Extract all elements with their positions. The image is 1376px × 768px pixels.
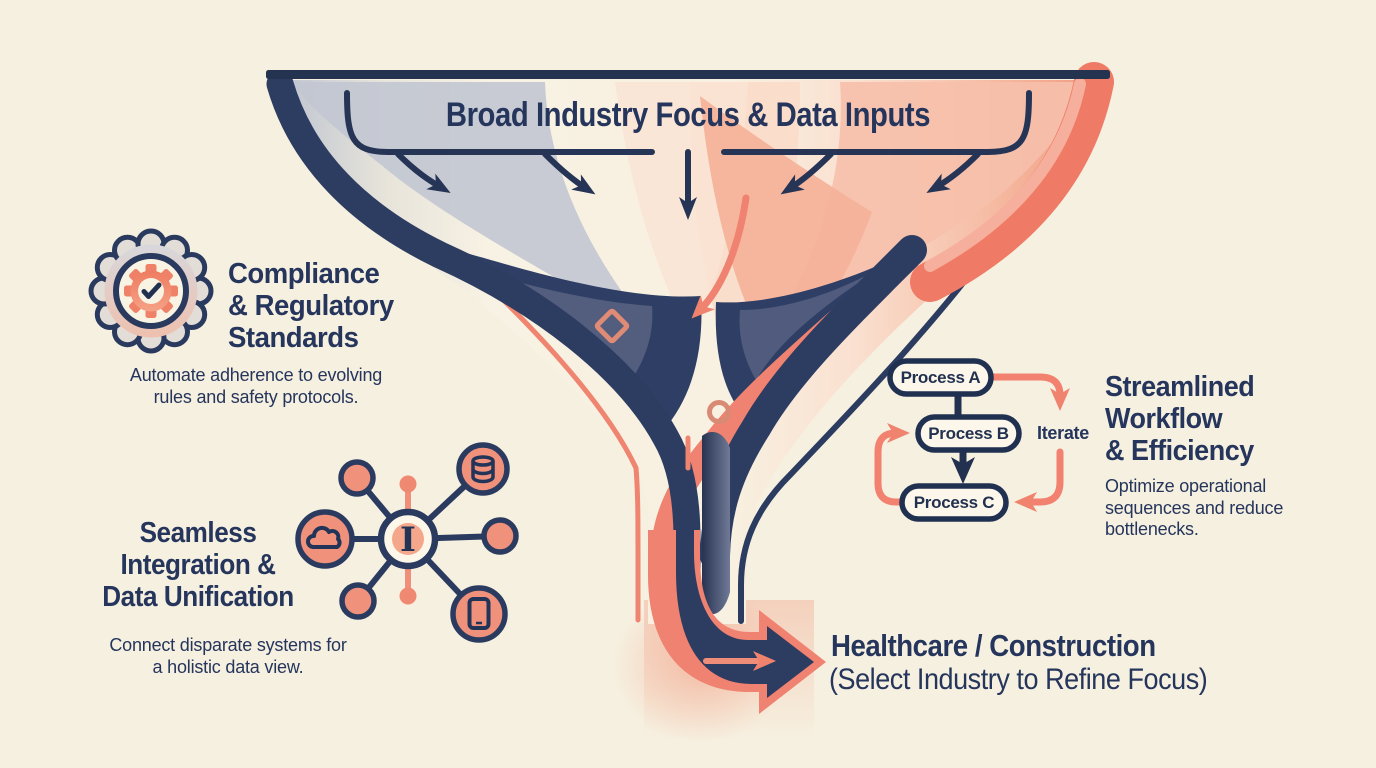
- cloud-icon: [306, 525, 342, 549]
- right-band-highlight: [924, 78, 1086, 272]
- title-line: Integration &: [120, 549, 276, 581]
- input-arrow-icon: [395, 151, 451, 194]
- funnel-flow-arrow-icon: [691, 194, 750, 319]
- desc-line: Connect disparate systems for: [109, 635, 347, 655]
- hub-glyph: I: [400, 520, 416, 560]
- desc-line: a holistic data view.: [152, 656, 304, 677]
- output-title: Healthcare / Construction: [831, 628, 1156, 663]
- input-arrow-icon: [542, 151, 596, 195]
- desc-line: bottlenecks.: [1105, 519, 1199, 539]
- title-line: Streamlined: [1105, 371, 1255, 403]
- title-line: Data Unification: [102, 581, 294, 613]
- database-icon: [471, 455, 495, 484]
- slate-stripe: [702, 432, 730, 615]
- process-b-node: [915, 414, 1022, 453]
- desc-line: Automate adherence to evolving: [129, 365, 383, 385]
- integration-title: Seamless Integration & Data Unification: [76, 517, 321, 613]
- process-b-label: Process B: [928, 423, 1009, 443]
- title-line: Compliance: [228, 258, 380, 290]
- left-inner-coral-line: [455, 253, 641, 623]
- integration-description: Connect disparate systems for a holistic…: [105, 635, 351, 678]
- title-line: & Regulatory: [228, 290, 394, 322]
- left-funnel-band: [266, 70, 701, 626]
- input-arrow-icon: [780, 151, 834, 195]
- iterate-label: Iterate: [1037, 423, 1089, 443]
- workflow-title: Streamlined Workflow & Efficiency: [1105, 371, 1255, 467]
- title-line: Seamless: [139, 517, 257, 549]
- node-circle: [481, 517, 519, 555]
- compliance-description: Automate adherence to evolving rules and…: [118, 365, 394, 408]
- funnel-title: Broad Industry Focus & Data Inputs: [445, 96, 931, 134]
- desc-line: rules and safety protocols.: [153, 386, 359, 407]
- right-bracket: [721, 90, 1032, 155]
- output-arrow: [648, 530, 826, 714]
- process-a-node: [887, 358, 994, 397]
- gear-icon: [124, 264, 178, 318]
- node-circle: [339, 582, 377, 620]
- title-line: & Efficiency: [1105, 435, 1254, 467]
- input-arrows: [344, 90, 1032, 220]
- compliance-title: Compliance & Regulatory Standards: [228, 258, 394, 354]
- input-arrow-icon: [926, 151, 981, 194]
- right-funnel-band: [910, 62, 1114, 302]
- process-c-label: Process C: [913, 492, 995, 512]
- iterate-loop-down-icon: [988, 373, 1070, 411]
- circle-decoration-icon: [707, 400, 731, 424]
- process-a-label: Process A: [900, 367, 981, 387]
- network-hub-icon: I: [295, 442, 519, 643]
- left-bracket: [344, 90, 655, 155]
- checkmark-icon: [141, 282, 162, 299]
- diamond-decoration-icon: [594, 308, 630, 344]
- output-subtitle: (Select Industry to Refine Focus): [829, 663, 1208, 696]
- title-line: Standards: [228, 322, 359, 354]
- process-c-node: [899, 483, 1009, 522]
- badge-check-icon: [88, 228, 214, 354]
- right-inner-navy-line: [738, 229, 1005, 624]
- smartphone-icon: [467, 597, 491, 630]
- iterate-loop-into-b-icon: [874, 423, 910, 506]
- title-line: Workflow: [1105, 403, 1223, 435]
- workflow-description: Optimize operational sequences and reduc…: [1105, 476, 1283, 541]
- workflow-flowchart: [874, 358, 1070, 522]
- iterate-loop-into-c-icon: [1014, 448, 1064, 512]
- output-arrow-body: [676, 530, 814, 698]
- desc-line: sequences and reduce: [1105, 497, 1284, 518]
- funnel-rim: [266, 70, 1110, 79]
- desc-line: Optimize operational: [1105, 476, 1267, 496]
- node-circle: [338, 459, 376, 497]
